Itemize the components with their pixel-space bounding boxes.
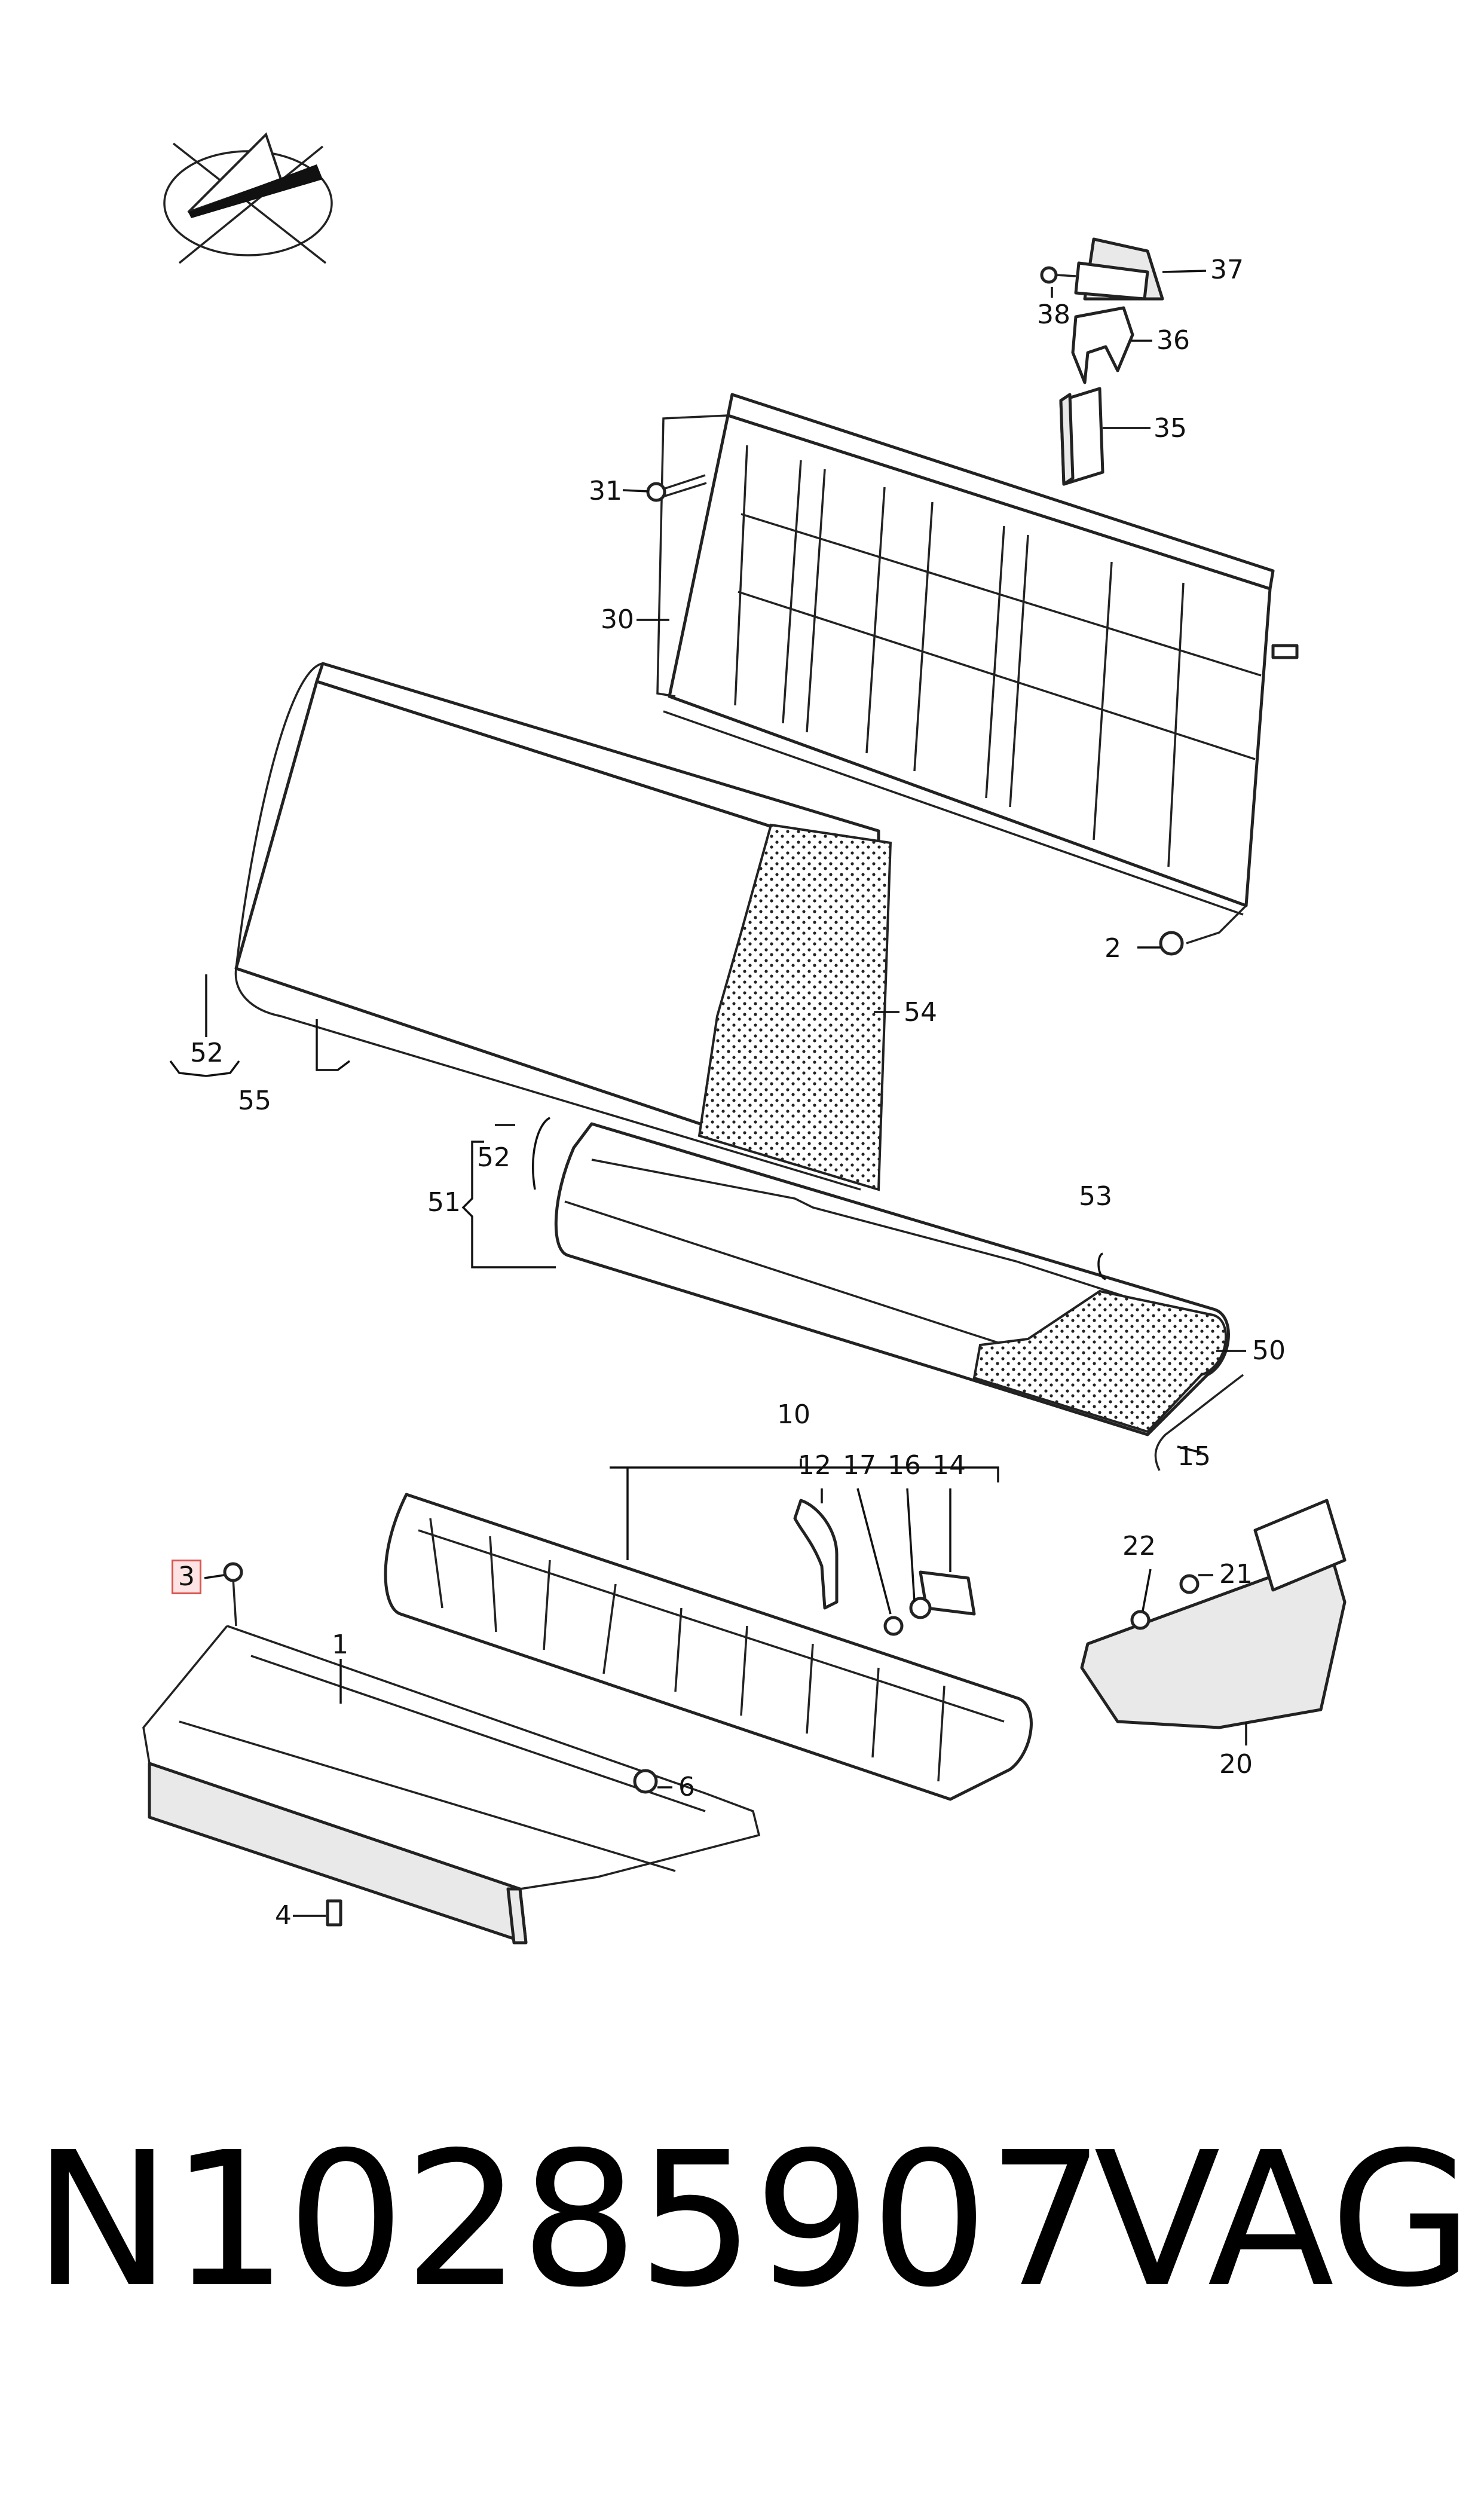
- part-12-hook: [793, 1499, 839, 1610]
- part-30-backrest-frame: [656, 393, 1299, 956]
- part-54-foam: [697, 823, 892, 1191]
- callout-38: 38: [1037, 299, 1070, 330]
- part-16-bolt: [909, 1597, 932, 1619]
- part-22-clip: [1130, 1610, 1151, 1630]
- callout-36: 36: [1156, 325, 1190, 356]
- direction-compass-icon: [163, 132, 333, 264]
- callout-2: 2: [1104, 933, 1121, 964]
- callout-22: 22: [1122, 1531, 1156, 1561]
- callout-15: 15: [1177, 1441, 1211, 1472]
- part-38-screw: [1040, 266, 1076, 284]
- leader-lines: [169, 270, 1247, 1917]
- part-36-clip: [1071, 306, 1134, 384]
- callout-52-lower: 52: [477, 1142, 510, 1173]
- callout-21: 21: [1219, 1559, 1253, 1589]
- callout-12: 12: [798, 1450, 831, 1481]
- callout-4: 4: [275, 1900, 292, 1931]
- part-20-side-trim: [1080, 1499, 1347, 1729]
- callout-17: 17: [843, 1450, 876, 1481]
- callout-31: 31: [589, 476, 622, 506]
- part-35-guide: [1059, 387, 1104, 486]
- part-37-cover: [1074, 237, 1164, 301]
- part-17-screw: [883, 1616, 904, 1636]
- part-3-screw: [223, 1562, 243, 1582]
- callout-54: 54: [904, 997, 937, 1028]
- callout-37: 37: [1210, 255, 1244, 285]
- part-6-nut: [633, 1769, 658, 1794]
- callout-14: 14: [932, 1450, 966, 1481]
- part-number-label: N10285907: [33, 2113, 1105, 2328]
- callout-35: 35: [1153, 413, 1187, 444]
- callout-1: 1: [332, 1630, 348, 1660]
- callout-3-highlighted[interactable]: 3: [172, 1560, 201, 1594]
- callout-50: 50: [1252, 1335, 1286, 1366]
- callout-51: 51: [427, 1187, 461, 1218]
- callout-20: 20: [1219, 1749, 1253, 1780]
- part-21-screw: [1179, 1574, 1200, 1594]
- callout-16: 16: [888, 1450, 921, 1481]
- callout-30: 30: [601, 604, 634, 635]
- callout-53: 53: [1079, 1181, 1112, 1212]
- callout-6: 6: [678, 1772, 695, 1802]
- part-4-screw: [326, 1899, 342, 1927]
- part-1-base-frame: [142, 1578, 761, 1945]
- callout-52-upper: 52: [190, 1038, 224, 1068]
- part-50-foam: [972, 1289, 1227, 1433]
- callout-55: 55: [238, 1086, 271, 1116]
- part-14-bracket: [919, 1570, 976, 1616]
- part-31-screw: [646, 474, 707, 502]
- brand-label: VAG: [1094, 2113, 1473, 2328]
- callout-10: 10: [777, 1399, 810, 1430]
- part-15-strap: [1154, 1374, 1244, 1471]
- part-10-seat-frame: [384, 1493, 1033, 1801]
